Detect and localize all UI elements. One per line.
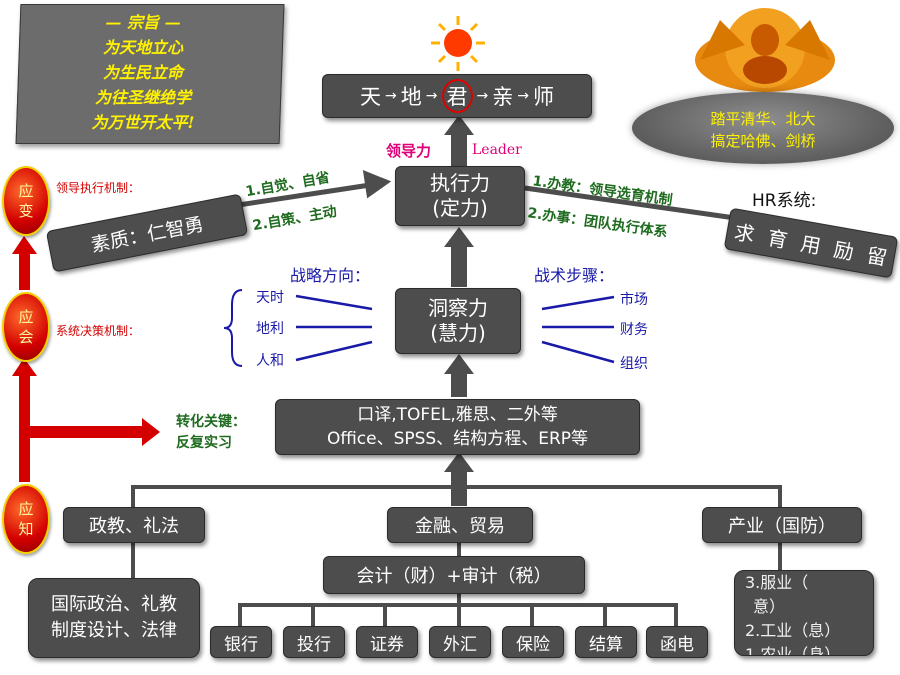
accounting-box: 会计（财）+审计（税） (323, 556, 585, 594)
insight-box: 洞察力 (慧力) (395, 288, 521, 354)
decision-mechanism-label: 系统决策机制： (56, 324, 141, 338)
goal-cloud (632, 92, 894, 164)
tactics-item: 财务 (620, 322, 648, 338)
industry-detail-line: 3.服业（ (745, 573, 809, 592)
chain-arrow: → (425, 88, 438, 104)
finance-item-insurance: 保险 (502, 626, 564, 658)
side-node-adapt: 应 变 (2, 166, 50, 236)
side-node-know: 应 知 (2, 484, 50, 554)
hr-item: 育 (765, 225, 790, 253)
finance-box: 金融、贸易 (387, 507, 533, 543)
chain-arrow: → (517, 88, 529, 104)
chain-item: 师 (532, 85, 554, 109)
tactics-item: 市场 (620, 292, 648, 308)
hr-title: HR系统: (752, 191, 817, 211)
garuda-emblem-icon (695, 8, 835, 92)
tactics-item: 组织 (620, 356, 648, 372)
motto-text: — 宗旨 — 为天地立心 为生民立命 为往圣继绝学 为万世开太平! (28, 10, 258, 135)
finance-item-telegram: 函电 (646, 626, 708, 658)
top-chain-box: 天 → 地 → 君 → 亲 → 师 (322, 74, 592, 118)
chain-item: 天 (360, 85, 382, 109)
finance-item-settlement: 结算 (575, 626, 637, 658)
finance-item-label: 证券 (370, 634, 404, 655)
leader-label-en: Leader (472, 142, 522, 158)
side-node-meet: 应 会 (2, 292, 50, 362)
motto-line: 为天地立心 (102, 38, 183, 57)
industry-detail-box: 3.服业（ 意） 2.工业（息） 1.农业（身） (734, 570, 874, 656)
tactics-title: 战术步骤： (534, 266, 615, 285)
leadership-mechanism-label: 领导执行机制： (56, 181, 141, 195)
politics-detail-box: 国际政治、礼教 制度设计、法律 (28, 578, 200, 658)
skills-box: 口译,TOFEL,雅思、二外等 Office、SPSS、结构方程、ERP等 (275, 399, 640, 455)
hr-item: 用 (798, 230, 823, 259)
industry-label: 产业（国防） (728, 516, 836, 537)
finance-item-bank: 银行 (210, 626, 272, 658)
strategy-item: 天时 (256, 290, 284, 306)
finance-item-label: 函电 (660, 634, 694, 655)
finance-item-label: 外汇 (443, 634, 477, 655)
execution-title: 执行力 (430, 171, 490, 195)
insight-subtitle: (慧力) (430, 321, 486, 345)
finance-item-label: 保险 (516, 634, 550, 655)
insight-title: 洞察力 (428, 296, 488, 320)
strategy-item: 人和 (256, 353, 284, 369)
chain-item: 地 (400, 85, 422, 109)
finance-item-label: 投行 (297, 634, 331, 655)
skills-line: Office、SPSS、结构方程、ERP等 (326, 429, 589, 449)
finance-item-label: 结算 (589, 634, 623, 655)
chain-arrow: → (385, 88, 397, 104)
transform-line: 转化关键： (176, 414, 246, 430)
accounting-label: 会计（财）+审计（税） (356, 566, 552, 587)
skills-line: 口译,TOFEL,雅思、二外等 (357, 405, 558, 425)
hr-item: 励 (831, 236, 856, 264)
motto-line: 为往圣继绝学 (94, 88, 191, 107)
chain-item: 亲 (492, 85, 514, 109)
hr-item: 求 (732, 219, 757, 247)
industry-box: 产业（国防） (702, 507, 862, 543)
transform-label: 转化关键： 反复实习 (176, 412, 246, 454)
strategy-brace (223, 289, 243, 367)
side-node-char: 应 (18, 500, 34, 518)
cloud-line: 搞定哈佛、剑桥 (710, 132, 816, 150)
finance-item-label: 银行 (224, 634, 258, 655)
hr-item: 留 (864, 242, 889, 270)
finance-item-fx: 外汇 (429, 626, 491, 658)
strategy-item: 地利 (256, 321, 284, 337)
side-node-char: 会 (18, 328, 34, 346)
politics-box: 政教、礼法 (63, 507, 205, 543)
cloud-line: 踏平清华、北大 (710, 110, 816, 128)
sun-icon (431, 16, 485, 71)
motto-line: 为万世开太平! (91, 113, 195, 132)
industry-detail-list: 3.服业（ 意） 2.工业（息） 1.农业（身） (735, 571, 841, 656)
chain-item-highlight: 君 (441, 79, 473, 113)
execution-subtitle: (定力) (432, 196, 488, 220)
transform-line: 反复实习 (176, 435, 232, 451)
politics-label: 政教、礼法 (89, 516, 179, 537)
leader-label-cn: 领导力 (386, 142, 432, 160)
finance-item-ib: 投行 (283, 626, 345, 658)
politics-detail-line: 国际政治、礼教 (51, 594, 177, 615)
chain-arrow: → (476, 88, 489, 104)
industry-detail-line: 2.工业（息） (745, 621, 841, 640)
side-node-char: 知 (18, 520, 34, 538)
finance-item-securities: 证券 (356, 626, 418, 658)
side-node-char: 应 (18, 182, 34, 200)
side-node-char: 应 (18, 308, 34, 326)
finance-label: 金融、贸易 (415, 516, 505, 537)
strategy-title: 战略方向： (290, 266, 371, 285)
goal-cloud-text: 踏平清华、北大 搞定哈佛、剑桥 (632, 108, 894, 152)
side-node-char: 变 (18, 202, 34, 220)
motto-line: 为生民立命 (102, 63, 183, 82)
motto-heading: — 宗旨 — (105, 13, 181, 32)
execution-box: 执行力 (定力) (395, 166, 525, 226)
industry-detail-line: 1.农业（身） (745, 645, 841, 656)
politics-detail-line: 制度设计、法律 (51, 620, 177, 641)
industry-detail-line: 意） (753, 597, 786, 616)
